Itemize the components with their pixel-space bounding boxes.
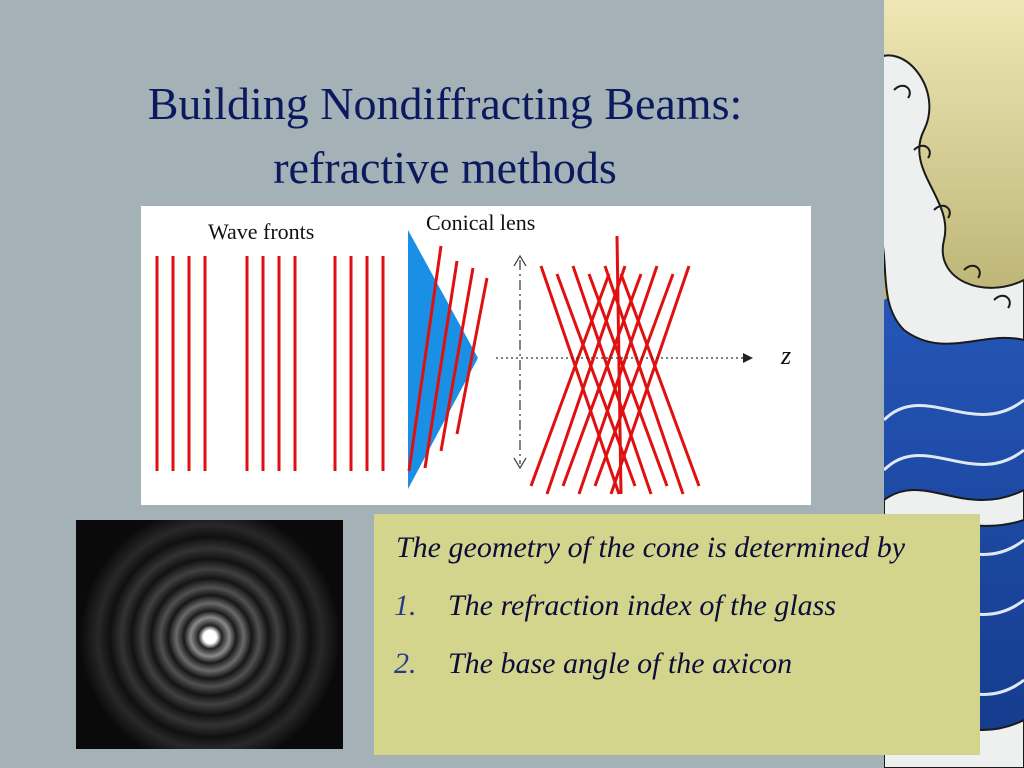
crossing-wavefront-line (615, 235, 623, 495)
crossing-wavefront-line (587, 273, 669, 487)
refracted-wavefronts (407, 245, 489, 472)
crossing-wavefront-line (539, 265, 621, 495)
crossing-wavefront-line (555, 273, 637, 487)
bessel-beam-pattern-icon (76, 520, 343, 749)
conical-lens-label: Conical lens (426, 210, 535, 235)
crossing-wavefront-line (609, 265, 691, 495)
title-line-2: refractive methods (273, 142, 617, 193)
bessel-beam-image (76, 520, 343, 749)
z-axis-label: z (780, 341, 791, 370)
list-number: 1. (394, 589, 417, 622)
crossing-wavefront-line (561, 273, 643, 487)
explanation-textbox: The geometry of the cone is determined b… (374, 514, 980, 755)
crossing-wavefront-line (593, 273, 675, 487)
axicon-diagram: Wave fronts Conical lens z (141, 206, 811, 505)
refracted-wavefront-line (423, 260, 459, 469)
list-item: 2. The base angle of the axicon (394, 644, 962, 684)
vertical-arrow-up (513, 254, 527, 267)
crossing-wavefront-line (571, 265, 653, 495)
refracted-wavefront-line (439, 267, 475, 452)
crossing-wavefront-line (529, 273, 611, 487)
intro-text: The geometry of the cone is determined b… (396, 531, 906, 564)
vertical-arrow-down (513, 457, 527, 470)
list-text: The refraction index of the glass (448, 589, 837, 622)
refracted-wavefront-line (407, 245, 443, 472)
crossing-wavefront-line (619, 273, 701, 487)
wavefronts-label: Wave fronts (208, 219, 314, 244)
list-text: The base angle of the axicon (448, 647, 793, 680)
slide-title: Building Nondiffracting Beams: refractiv… (40, 72, 850, 200)
title-line-1: Building Nondiffracting Beams: (147, 78, 743, 129)
plane-wavefronts (155, 256, 385, 471)
crossing-wavefront-line (545, 265, 627, 495)
list-item: 1. The refraction index of the glass (394, 586, 962, 626)
list-number: 2. (394, 647, 417, 680)
interference-wavefronts (529, 235, 701, 495)
refracted-wavefront-line (455, 277, 489, 435)
optical-axis-arrowhead (743, 353, 753, 363)
